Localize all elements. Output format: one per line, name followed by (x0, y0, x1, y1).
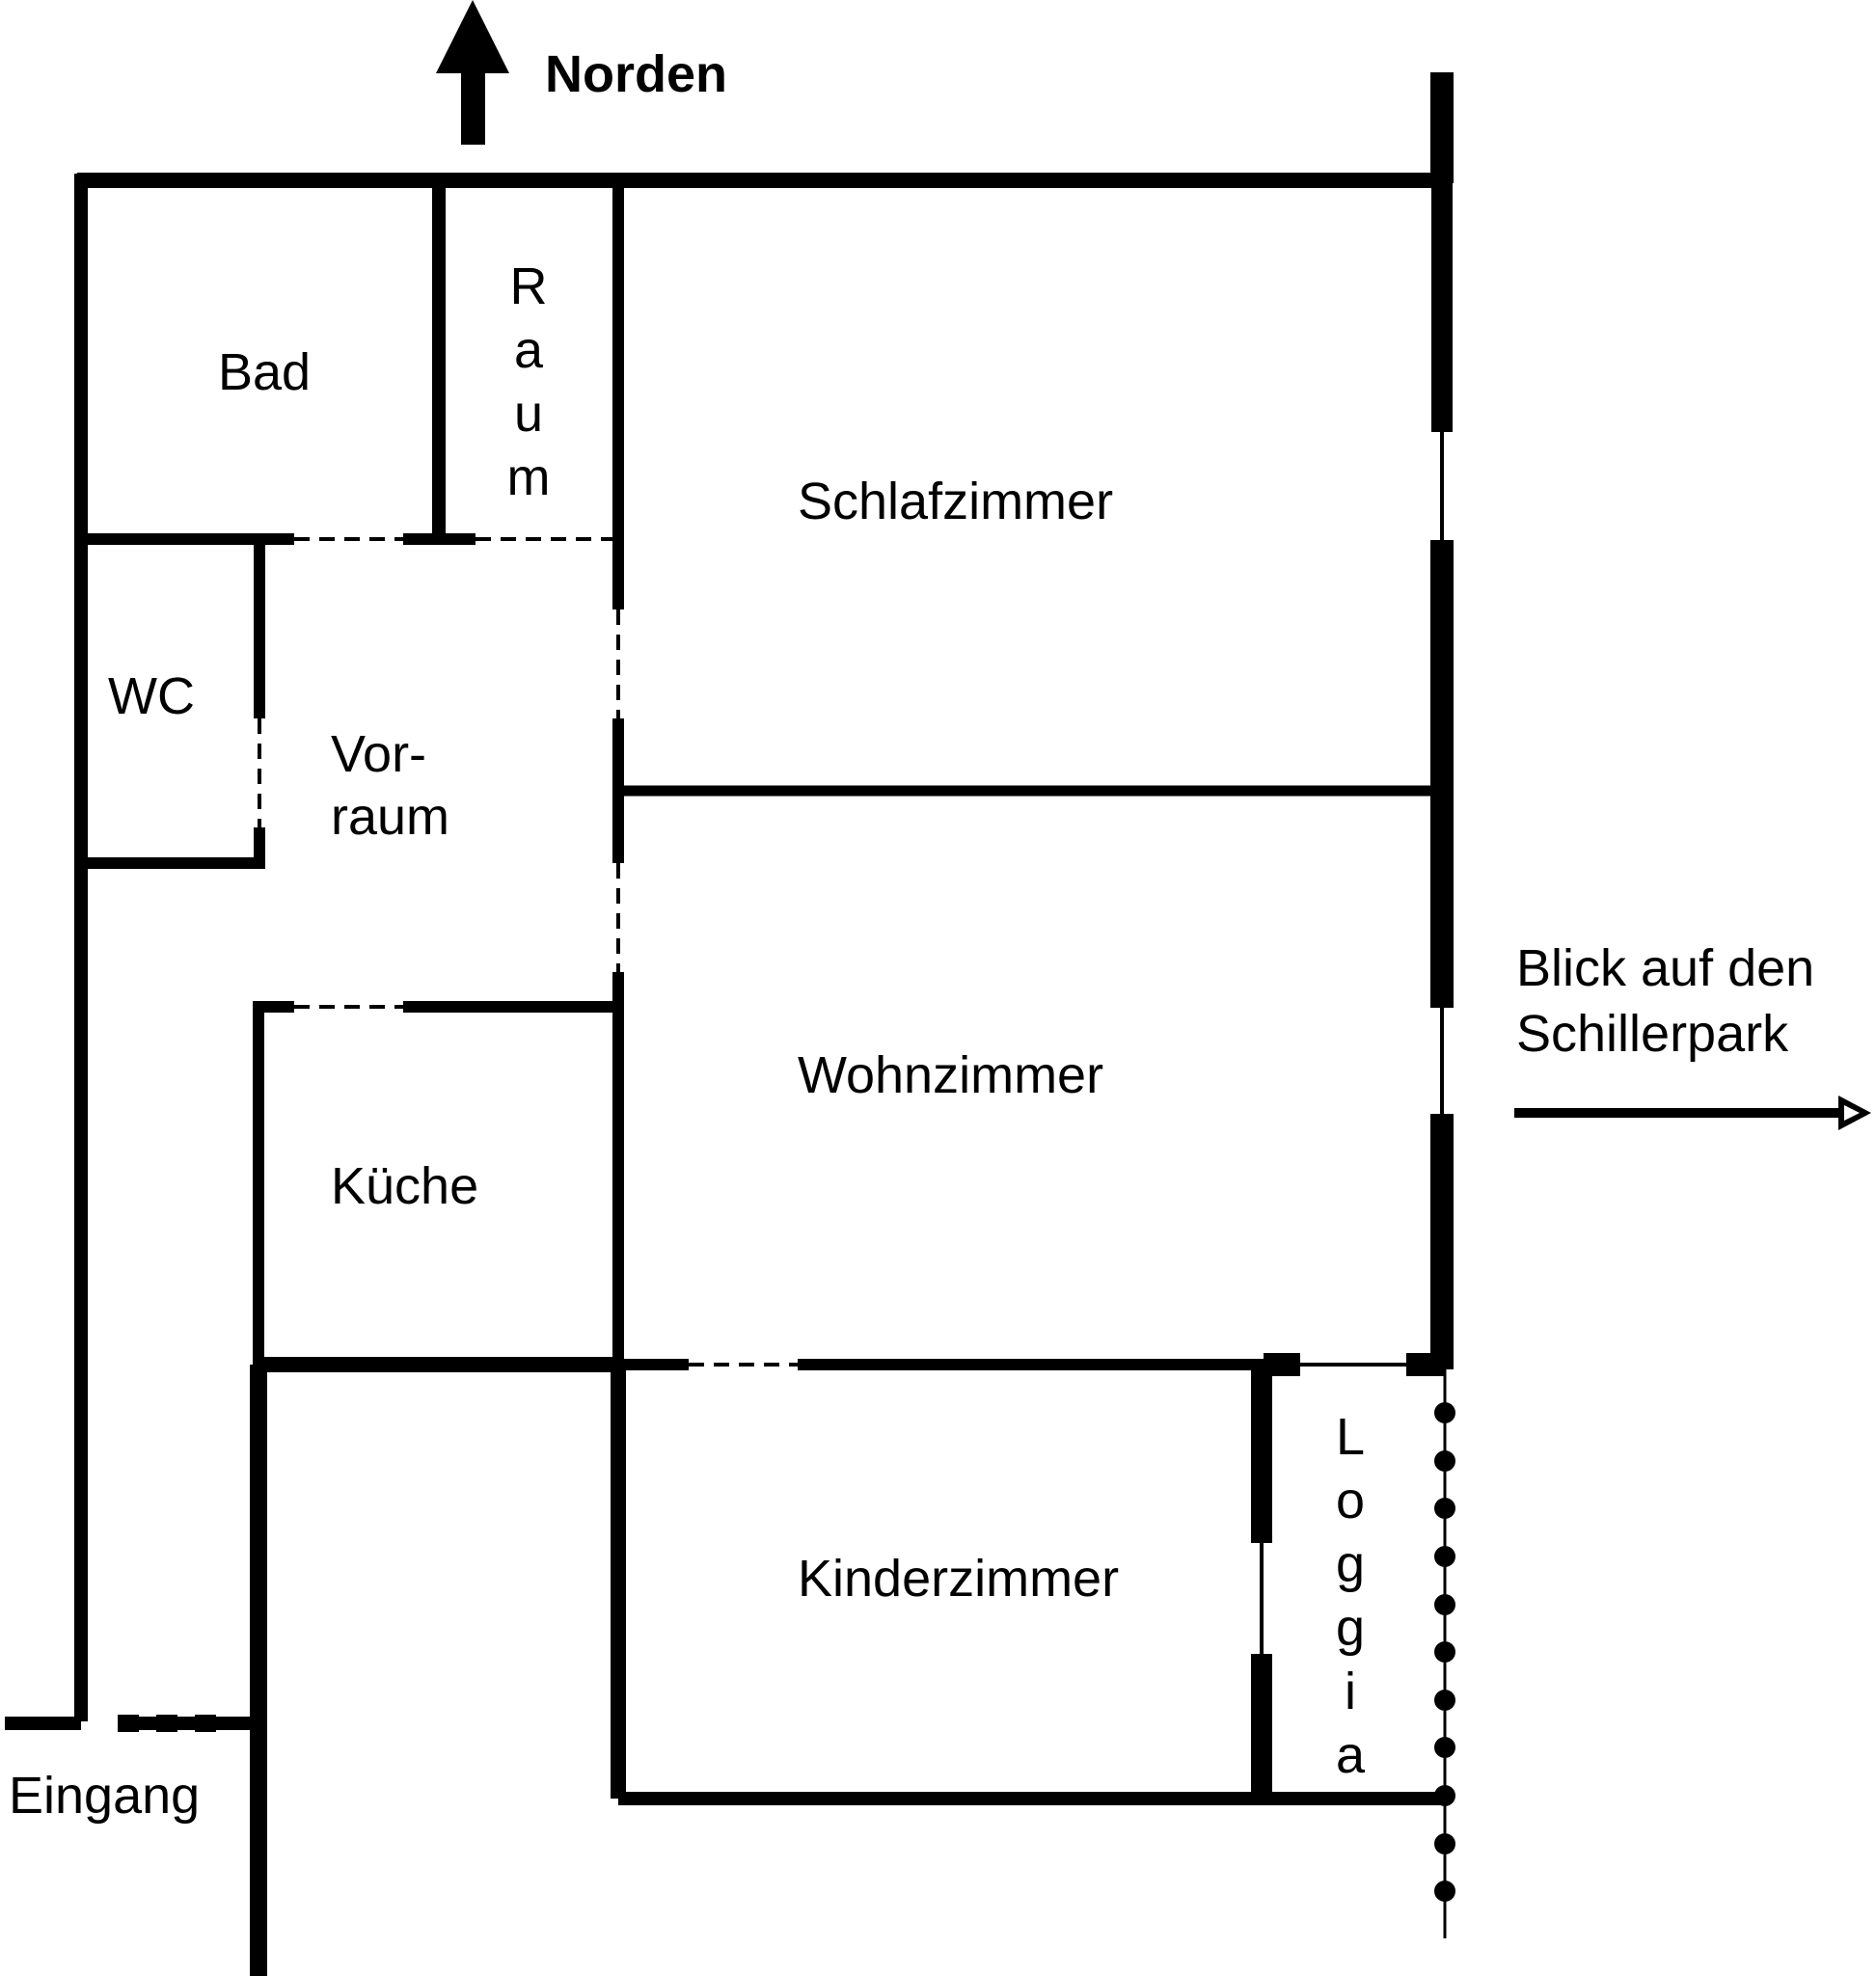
east-arrow-icon (1514, 1096, 1871, 1130)
vertical-letter: L (1336, 1408, 1365, 1466)
room-label-kinderzimmer: Kinderzimmer (798, 1550, 1119, 1608)
vertical-letter: u (514, 385, 543, 443)
vertical-letter: a (1336, 1726, 1366, 1784)
vertical-letter: g (1336, 1535, 1365, 1593)
vertical-letter: m (507, 448, 551, 506)
walls (5, 173, 1445, 1976)
room-label-vorraum-line1: Vor- (331, 725, 426, 783)
room-label-vorraum-line2: raum (331, 788, 449, 846)
vertical-letter: i (1345, 1663, 1356, 1720)
loggia-railing (1434, 1369, 1455, 1938)
view-label-line1: Blick auf den (1516, 939, 1814, 997)
room-label-wohnzimmer: Wohnzimmer (798, 1046, 1103, 1104)
north-label: Norden (545, 45, 727, 103)
vertical-letter: a (514, 321, 544, 379)
vertical-letter: g (1336, 1599, 1365, 1657)
vertical-letter: o (1336, 1472, 1365, 1529)
door-openings (258, 537, 798, 1367)
room-label-schlafzimmer: Schlafzimmer (798, 473, 1113, 530)
vertical-letter: R (510, 257, 548, 315)
north-arrow-icon (436, 0, 509, 145)
room-label-kueche: Küche (331, 1157, 478, 1215)
entrance-label: Eingang (9, 1767, 200, 1825)
room-label-bad: Bad (218, 343, 311, 401)
view-label-line2: Schillerpark (1516, 1005, 1789, 1063)
room-label-wc: WC (108, 667, 195, 725)
